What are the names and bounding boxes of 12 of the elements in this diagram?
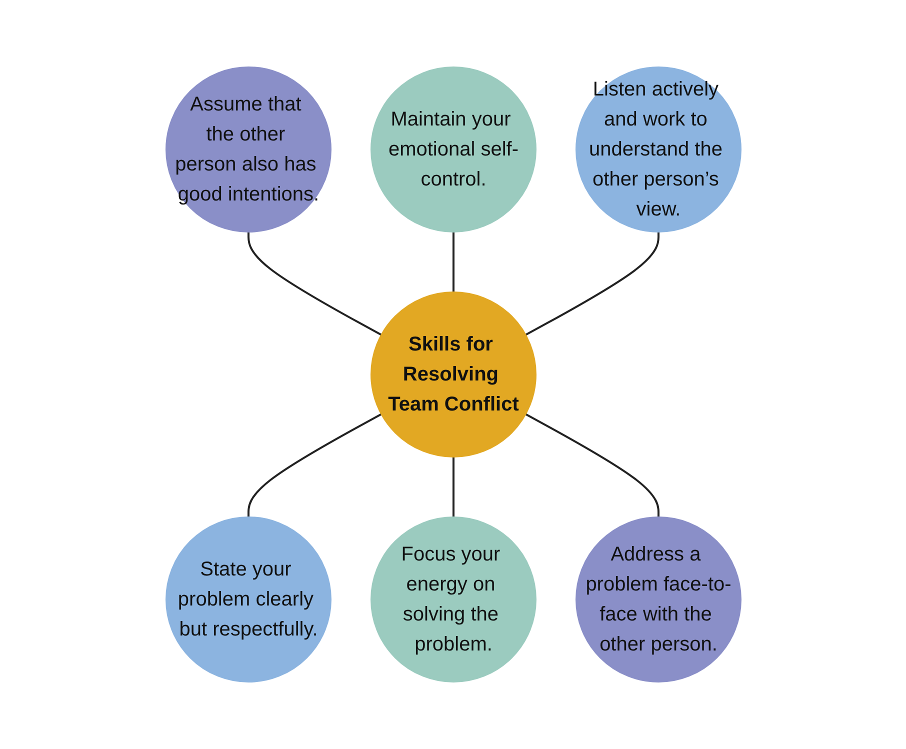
- node-circle: Assume that the other person also has good intentions.: [165, 66, 331, 232]
- node-circle: Maintain your emotional self-control.: [370, 66, 536, 232]
- node-circle: Focus your energy on solving the problem.: [370, 516, 536, 682]
- connector: [524, 232, 659, 336]
- node-circle: Skills for Resolving Team Conflict: [370, 292, 536, 458]
- connector: [452, 457, 454, 517]
- node-circle: Address a problem face-to-face with the other person.: [575, 516, 741, 682]
- connector: [452, 232, 454, 292]
- connector: [247, 232, 382, 336]
- node-circle: State your problem clearly but respectfully.: [165, 516, 331, 682]
- connector: [524, 413, 659, 517]
- connector: [247, 413, 382, 517]
